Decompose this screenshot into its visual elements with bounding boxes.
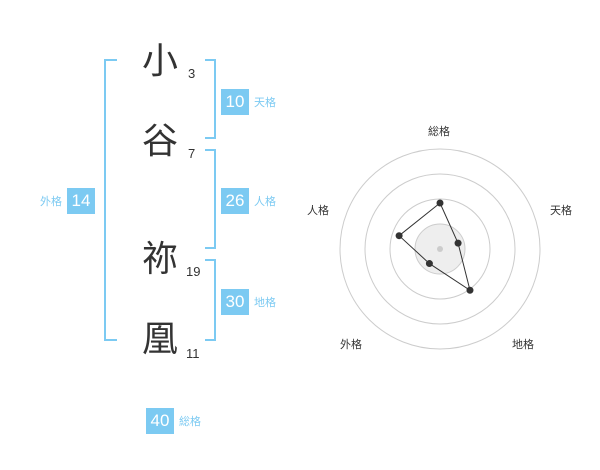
radar-label-chikaku: 地格 xyxy=(512,338,534,351)
chikaku-badge: 30 地格 xyxy=(221,289,276,315)
gaikaku-value: 14 xyxy=(67,188,95,214)
chikaku-value: 30 xyxy=(221,289,249,315)
radar-point-5 xyxy=(395,232,403,240)
tenkaku-value: 10 xyxy=(221,89,249,115)
radar-point-4 xyxy=(425,260,433,268)
jinkaku-badge: 26 人格 xyxy=(221,188,276,214)
radar-center xyxy=(437,246,443,252)
name-char-4: 凰 xyxy=(142,319,179,360)
name-char-2: 谷 xyxy=(142,121,179,162)
radar-point-1 xyxy=(436,199,444,207)
radar-ring xyxy=(364,173,516,325)
radar-label-gaikaku: 外格 xyxy=(340,338,362,351)
gaikaku-label: 外格 xyxy=(40,195,62,208)
stroke-count-3: 19 xyxy=(186,264,201,279)
jinkaku-label: 人格 xyxy=(254,195,276,208)
radar-point-3 xyxy=(466,286,474,294)
stroke-count-1: 3 xyxy=(188,66,196,81)
tenkaku-label: 天格 xyxy=(254,96,276,109)
radar-ring xyxy=(389,198,491,300)
soukaku-label: 総格 xyxy=(179,415,201,428)
radar-point-2 xyxy=(454,239,462,247)
name-char-1: 小 xyxy=(142,41,179,82)
gaikaku-badge: 外格 14 xyxy=(40,188,95,214)
radar-label-jinkaku: 人格 xyxy=(307,204,329,217)
name-char-3: 祢 xyxy=(142,239,179,280)
soukaku-badge: 40 総格 xyxy=(146,408,201,434)
radar-ring xyxy=(339,148,541,350)
chikaku-label: 地格 xyxy=(254,296,276,309)
stroke-count-2: 7 xyxy=(188,146,196,161)
jinkaku-value: 26 xyxy=(221,188,249,214)
stroke-count-4: 11 xyxy=(186,346,200,361)
radar-label-tenkaku: 天格 xyxy=(550,204,572,217)
tenkaku-badge: 10 天格 xyxy=(221,89,276,115)
soukaku-value: 40 xyxy=(146,408,174,434)
radar-label-soukaku: 総格 xyxy=(428,125,450,138)
radar-polygon xyxy=(398,202,471,292)
